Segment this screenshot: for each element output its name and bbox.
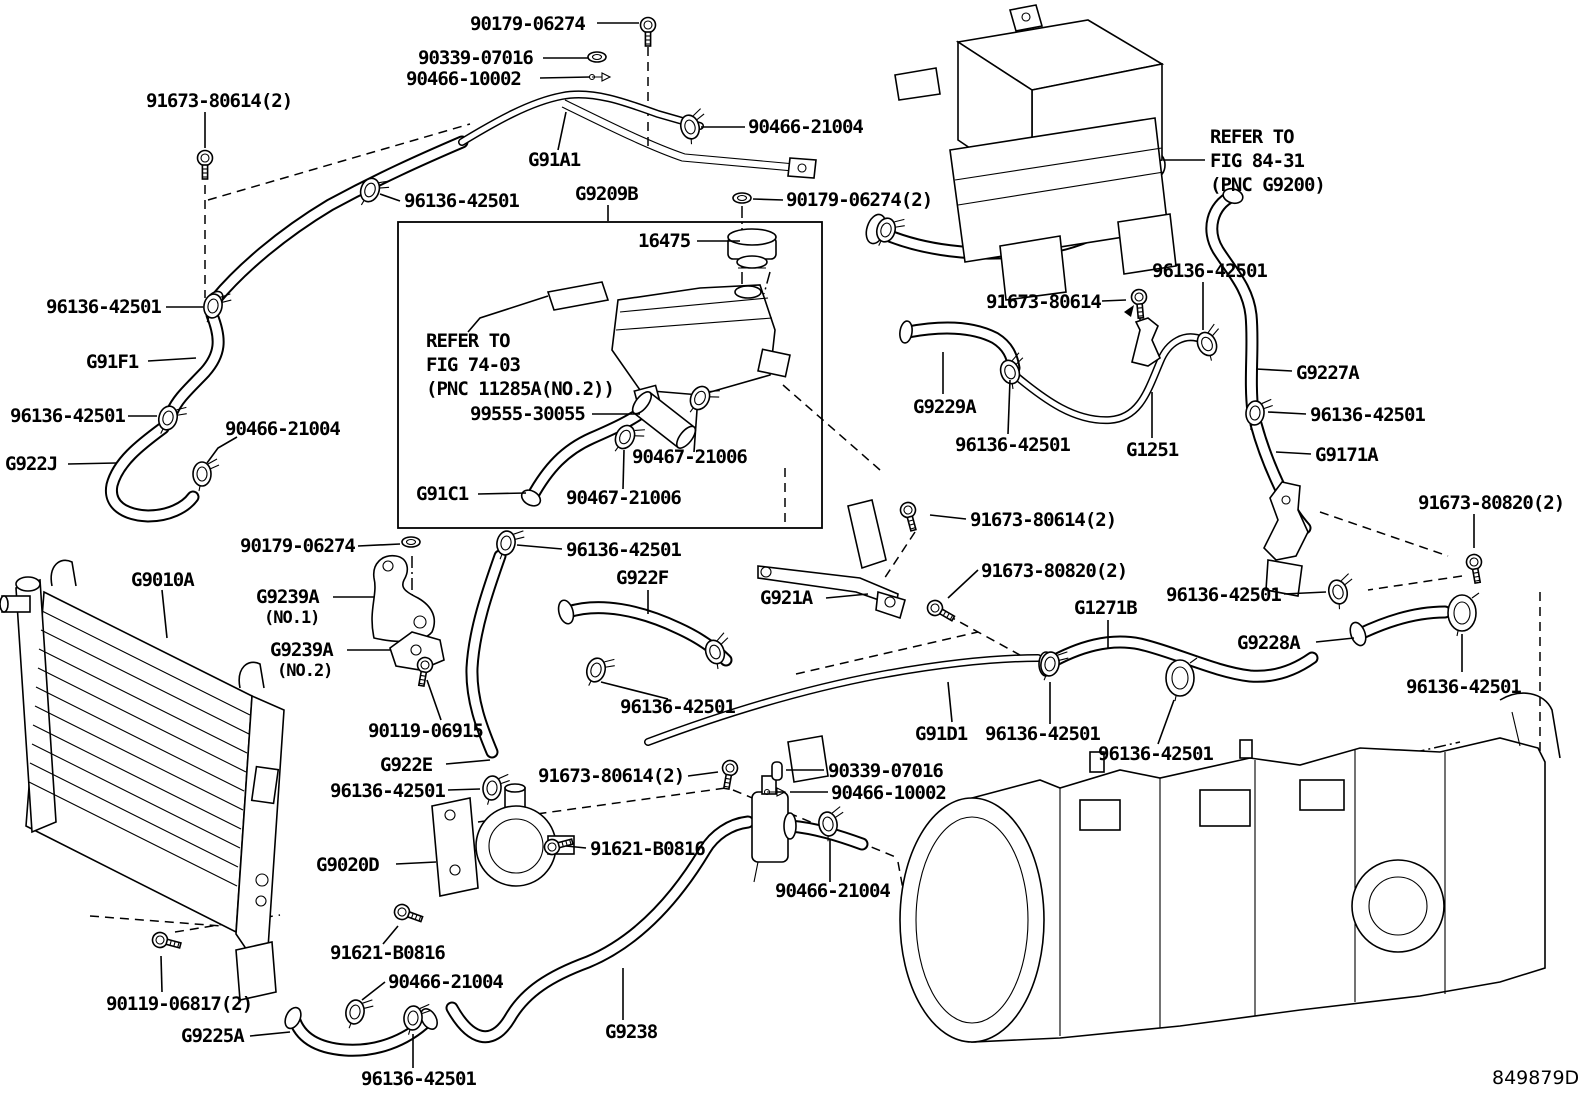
part-label-l24: 90179-06274 — [240, 535, 355, 557]
part-label-l28: (NO.2) — [277, 661, 332, 681]
part-label-l35: 91673-80820(2) — [981, 560, 1127, 582]
part-label-l17: 90467-21006 — [566, 487, 681, 509]
part-label-l67: 96136-42501 — [985, 723, 1100, 745]
part-label-l65: 90119-06817(2) — [106, 993, 252, 1015]
part-label-l07: 96136-42501 — [404, 190, 519, 212]
radiator — [0, 559, 285, 1001]
part-label-l19: G91F1 — [86, 351, 139, 373]
part-label-l36: G1271B — [1074, 597, 1137, 619]
hoses-and-pipes — [104, 90, 1452, 1057]
part-label-l16: G91C1 — [416, 483, 469, 505]
part-label-l57: 90339-07016 — [828, 760, 943, 782]
part-label-l15: 90467-21006 — [632, 446, 747, 468]
part-label-l04: 91673-80614(2) — [146, 90, 292, 112]
part-label-l41: 96136-42501 — [1152, 260, 1267, 282]
part-label-l44: 96136-42501 — [955, 434, 1070, 456]
part-label-l38: G9228A — [1237, 632, 1301, 654]
part-label-l48: G9171A — [1315, 444, 1379, 466]
part-label-l18: 96136-42501 — [46, 296, 161, 318]
part-label-l60: 91621-B0816 — [330, 942, 445, 964]
part-label-l25: G9239A — [256, 586, 320, 608]
part-label-l63: 96136-42501 — [361, 1068, 476, 1090]
part-label-l10: 16475 — [638, 230, 691, 252]
part-labels: 90179-0627490339-0701690466-1000291673-8… — [5, 13, 1579, 1090]
part-label-l03: 90466-10002 — [406, 68, 521, 90]
transmission — [899, 692, 1561, 1043]
part-label-l05: 90466-21004 — [748, 116, 863, 138]
part-label-l42: 91673-80614 — [986, 291, 1101, 313]
part-label-l51: (PNC G9200) — [1210, 174, 1325, 196]
part-label-l13: (PNC 11285A(NO.2)) — [426, 378, 614, 400]
part-label-l68: 96136-42501 — [1098, 743, 1213, 765]
reservoir-tank-box — [397, 221, 823, 529]
part-label-l14: 99555-30055 — [470, 403, 585, 425]
part-label-l20: 96136-42501 — [10, 405, 125, 427]
part-label-l56: 91621-B0816 — [590, 838, 705, 860]
part-label-l31: G922F — [616, 567, 669, 589]
part-label-l09: 90179-06274(2) — [786, 189, 932, 211]
water-pump — [431, 783, 575, 897]
reservoir-tank — [611, 284, 776, 396]
part-label-l45: G1251 — [1126, 439, 1179, 461]
part-label-l01: 90179-06274 — [470, 13, 585, 35]
brackets — [371, 305, 1309, 783]
part-label-l47: 96136-42501 — [1310, 404, 1425, 426]
part-label-l59: 90466-21004 — [775, 880, 890, 902]
part-label-l02: 90339-07016 — [418, 47, 533, 69]
part-label-l08: G9209B — [575, 183, 638, 205]
hose-joint-99555 — [631, 391, 697, 449]
part-label-l58: 90466-10002 — [831, 782, 946, 804]
part-label-l06: G91A1 — [528, 149, 581, 171]
part-label-l43: G9229A — [913, 396, 977, 418]
part-label-l66: G91D1 — [915, 723, 968, 745]
inverter-unit — [865, 4, 1177, 301]
part-label-l46: G9227A — [1296, 362, 1360, 384]
part-label-l30: 96136-42501 — [566, 539, 681, 561]
part-label-l52: G922E — [380, 754, 433, 776]
part-label-l49: REFER TO — [1210, 126, 1294, 148]
part-label-l62: G9225A — [181, 1025, 245, 1047]
part-label-l11: REFER TO — [426, 330, 510, 352]
part-label-l55: 91673-80614(2) — [538, 765, 684, 787]
part-label-l12: FIG 74-03 — [426, 354, 521, 376]
part-label-l40: 91673-80820(2) — [1418, 492, 1564, 514]
part-label-l50: FIG 84-31 — [1210, 150, 1305, 172]
part-label-l22: 90466-21004 — [225, 418, 340, 440]
part-label-l29: 90119-06915 — [368, 720, 483, 742]
part-label-l69: 849879D — [1492, 1067, 1579, 1089]
part-label-l54: G9020D — [316, 854, 379, 876]
part-label-l21: G922J — [5, 453, 57, 475]
reservoir-cap — [727, 228, 777, 269]
part-label-l33: G921A — [760, 587, 814, 609]
part-label-l64: G9238 — [605, 1021, 658, 1043]
part-label-l61: 90466-21004 — [388, 971, 503, 993]
leader-lines — [67, 22, 1475, 1068]
part-label-l26: (NO.1) — [264, 608, 319, 628]
part-label-l53: 96136-42501 — [330, 780, 445, 802]
part-label-l39: 96136-42501 — [1406, 676, 1521, 698]
fasteners — [150, 16, 1486, 1038]
part-label-l32: 96136-42501 — [620, 696, 735, 718]
part-label-l27: G9239A — [270, 639, 334, 661]
part-label-l34: 91673-80614(2) — [970, 509, 1116, 531]
part-label-l37: 96136-42501 — [1166, 584, 1281, 606]
part-label-l23: G9010A — [131, 569, 195, 591]
